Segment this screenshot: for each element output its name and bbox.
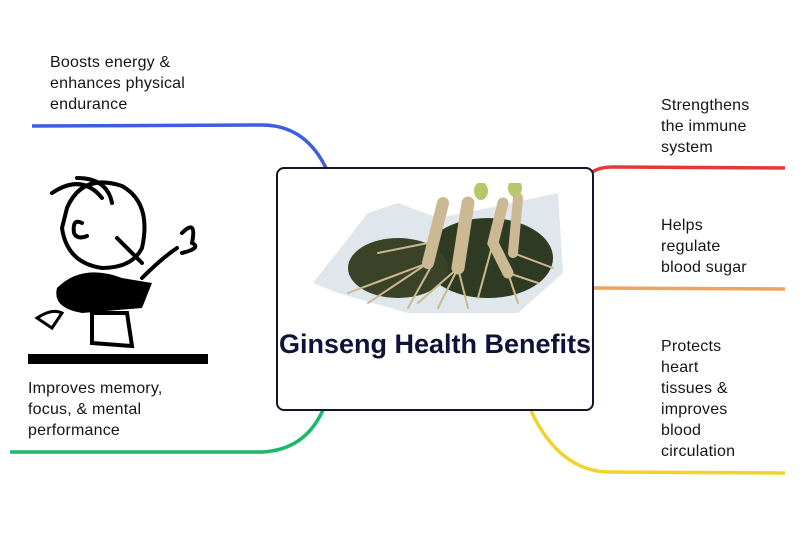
- label-line: Improves memory,: [28, 380, 163, 397]
- label-line: the immune: [661, 118, 747, 135]
- label-line: enhances physical: [50, 75, 186, 92]
- label-line: focus, & mental: [28, 401, 142, 418]
- cartoon-boy-reminder-string-illustration: [28, 176, 208, 364]
- branch-line-immune: [591, 165, 786, 174]
- branch-label-energy: Boosts energy & enhances physical endura…: [50, 52, 185, 115]
- label-line: Helps: [661, 217, 703, 234]
- label-line: circulation: [661, 443, 736, 460]
- branch-line-memory: [10, 409, 325, 454]
- branch-label-heart: Protects heart tissues & improves blood …: [661, 336, 735, 462]
- label-line: Strengthens: [661, 97, 750, 114]
- label-line: tissues &: [661, 380, 728, 397]
- label-line: heart: [661, 359, 699, 376]
- label-line: improves: [661, 401, 728, 418]
- label-line: blood: [661, 422, 702, 439]
- label-line: Protects: [661, 338, 722, 355]
- label-line: system: [661, 139, 713, 156]
- branch-line-energy: [31, 123, 328, 169]
- central-topic-title: Ginseng Health Benefits: [278, 329, 592, 359]
- branch-label-blood-sugar: Helps regulate blood sugar: [661, 215, 747, 278]
- label-line: endurance: [50, 96, 128, 113]
- ginseng-root-image: [313, 183, 563, 313]
- branch-label-memory: Improves memory, focus, & mental perform…: [28, 378, 162, 441]
- label-line: performance: [28, 422, 121, 439]
- label-line: blood sugar: [661, 259, 747, 276]
- branch-label-immune: Strengthens the immune system: [661, 95, 749, 158]
- branch-line-blood-sugar: [591, 286, 786, 291]
- central-topic-node[interactable]: Ginseng Health Benefits: [276, 167, 594, 411]
- label-line: regulate: [661, 238, 721, 255]
- branch-line-heart: [529, 410, 786, 475]
- label-line: Boosts energy &: [50, 54, 171, 71]
